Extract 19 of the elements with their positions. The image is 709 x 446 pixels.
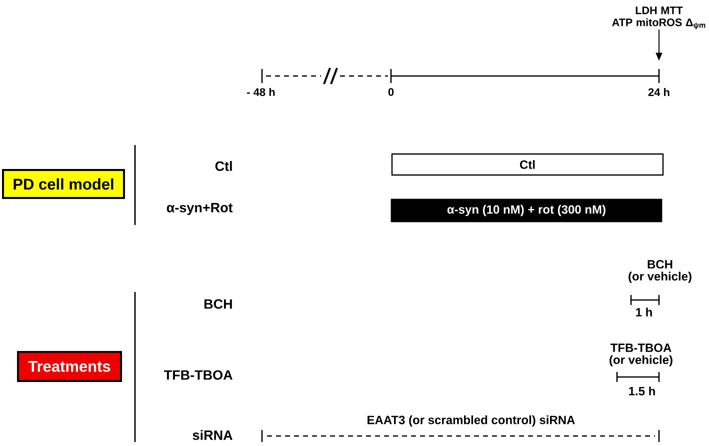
duration-label: 1.5 h <box>629 386 655 396</box>
annotation-text: TFB-TBOA (or vehicle) <box>610 344 672 366</box>
annotation-text: EAAT3 (or scrambled control) siRNA <box>368 415 575 427</box>
row-label: siRNA <box>192 430 232 440</box>
category-box: PD cell model <box>2 169 125 199</box>
treatment-bar: α-syn (10 nM) + rot (300 nM) <box>390 198 662 222</box>
tick-mark <box>658 69 660 83</box>
annotation-text: BCH (or vehicle) <box>628 260 692 283</box>
row-label: TFB-TBOA <box>164 370 232 380</box>
category-box: Treatments <box>17 351 122 382</box>
treatment-bar: Ctl <box>391 153 664 176</box>
duration-label: 1 h <box>636 308 652 316</box>
annotation-text: LDH MTT ATP mitoROS Δ$_{ψm}$ <box>612 6 706 30</box>
row-label: Ctl <box>215 161 232 171</box>
row-label: α-syn+Rot <box>166 202 233 216</box>
row-label: BCH <box>204 299 232 309</box>
tick-label: 24 h <box>648 88 670 96</box>
tick-label: 0 <box>388 88 394 96</box>
tick-label: - 48 h <box>247 88 275 96</box>
